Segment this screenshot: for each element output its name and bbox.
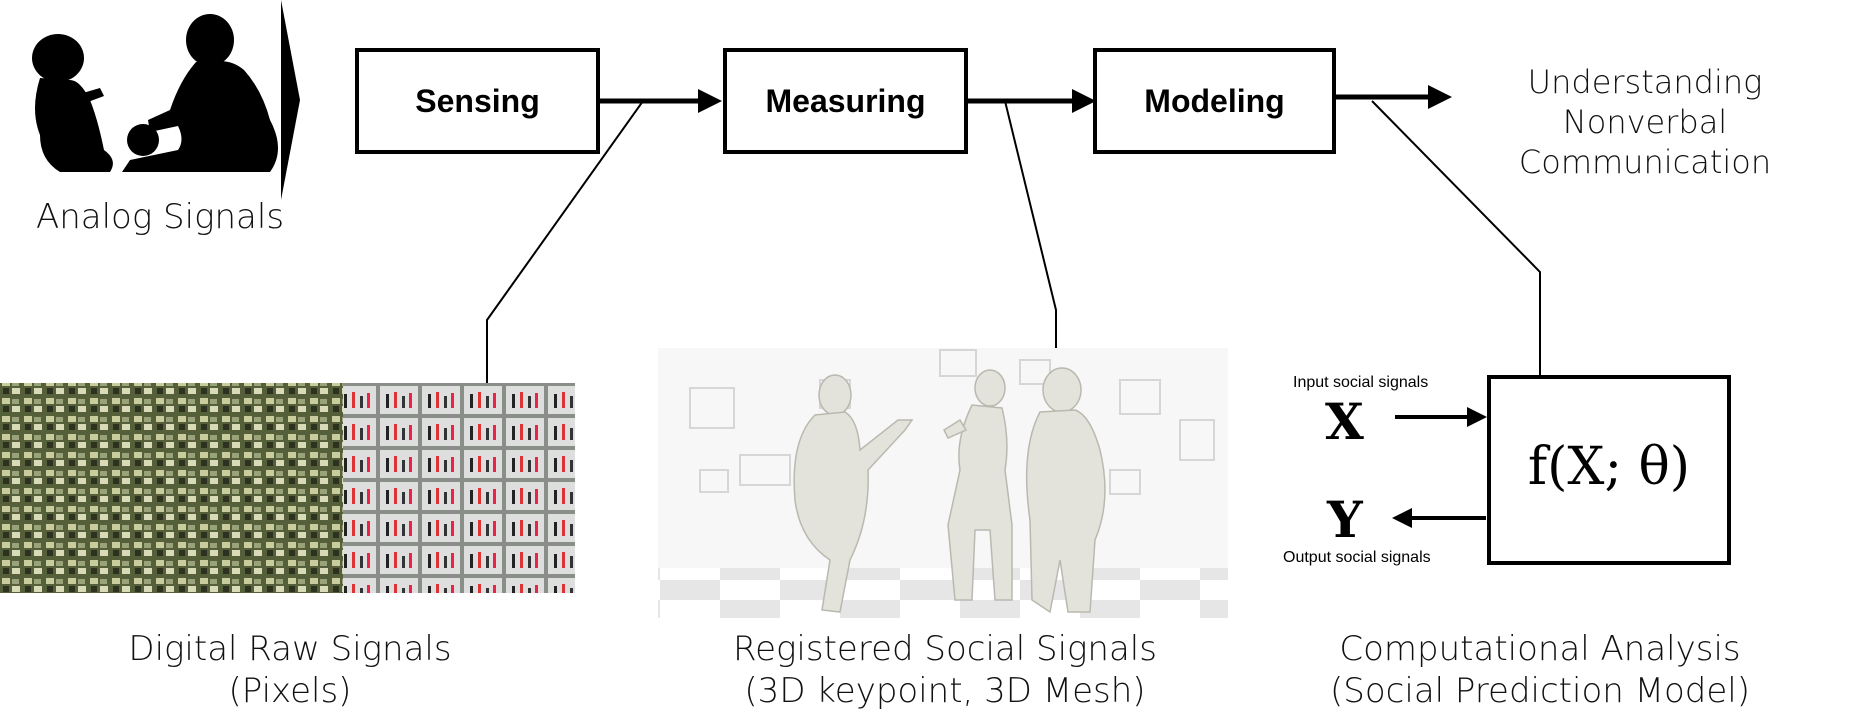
- registered-signals-caption-line1: Registered Social Signals: [733, 629, 1157, 669]
- sensing-box: Sensing: [355, 48, 600, 154]
- arrowhead-icon: [1428, 85, 1452, 109]
- modeling-box: Modeling: [1093, 48, 1336, 154]
- input-symbol: X: [1325, 392, 1364, 451]
- pipeline-arrows: [600, 94, 1428, 104]
- children-silhouette-icon: [32, 14, 278, 172]
- arrowhead-icon: [1072, 89, 1096, 113]
- output-symbol: Y: [1327, 490, 1363, 549]
- input-signals-caption: Input social signals: [1293, 374, 1429, 391]
- measuring-box: Measuring: [723, 48, 968, 154]
- connector-lines: [486, 100, 1541, 383]
- raw-pixels-image: [0, 383, 575, 593]
- entry-arrowhead-icon: [281, 0, 300, 200]
- model-box: [1487, 375, 1731, 565]
- output-signals-caption: Output social signals: [1283, 549, 1431, 566]
- sensing-label: Sensing: [415, 82, 540, 119]
- raw-signals-caption-line1: Digital Raw Signals: [128, 629, 452, 669]
- input-arrowhead-icon: [1467, 407, 1487, 427]
- computational-analysis-caption: Computational Analysis (Social Predictio…: [1270, 628, 1810, 712]
- arrowhead-icon: [698, 89, 722, 113]
- output-label-line2: Nonverbal Communication: [1518, 103, 1772, 181]
- registered-signals-caption: Registered Social Signals (3D keypoint, …: [700, 628, 1190, 712]
- computational-analysis-caption-line1: Computational Analysis: [1339, 629, 1741, 669]
- computational-analysis-caption-line2: (Social Prediction Model): [1330, 671, 1750, 711]
- mesh-scene-image: [658, 348, 1228, 618]
- raw-signals-caption-line2: (Pixels): [228, 671, 352, 711]
- analog-signals-label: Analog Signals: [35, 197, 285, 237]
- output-arrowhead-icon: [1392, 508, 1412, 528]
- raw-signals-caption: Digital Raw Signals (Pixels): [80, 628, 500, 712]
- modeling-label: Modeling: [1144, 82, 1285, 119]
- model-function: f(X; θ): [1527, 437, 1691, 497]
- output-label: Understanding Nonverbal Communication: [1440, 62, 1850, 182]
- output-label-line1: Understanding: [1527, 63, 1763, 101]
- registered-signals-caption-line2: (3D keypoint, 3D Mesh): [744, 671, 1146, 711]
- measuring-label: Measuring: [765, 82, 926, 119]
